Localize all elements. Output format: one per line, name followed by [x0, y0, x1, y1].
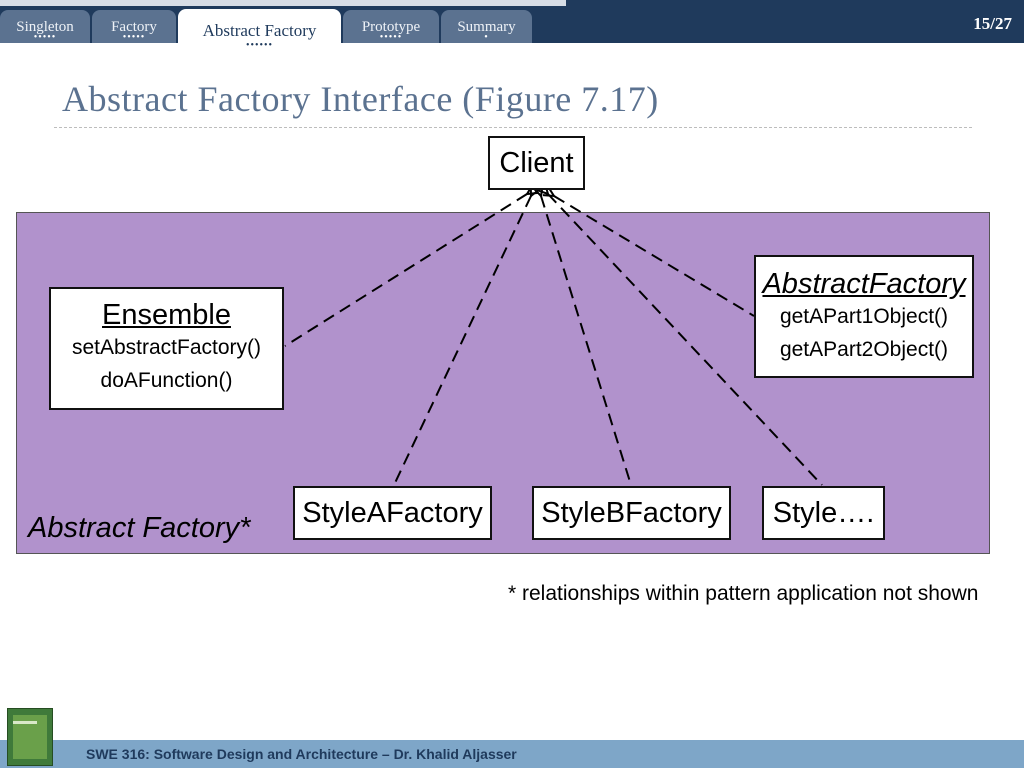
book-cover-title-stripe	[13, 721, 37, 724]
footer-text: SWE 316: Software Design and Architectur…	[86, 746, 517, 762]
tab-progress-dots: •••••	[122, 32, 146, 43]
tab-label: Singleton	[16, 19, 74, 35]
tab-progress-dots: •••••	[379, 32, 403, 43]
tab-progress-dots: •••••	[33, 32, 57, 43]
abstract-factory-method: getAPart2Object()	[779, 338, 949, 361]
tab-label: Summary	[457, 19, 516, 35]
tab-factory[interactable]: Factory •••••	[92, 10, 176, 43]
style-b-factory-label: StyleBFactory	[541, 497, 722, 529]
title-divider	[54, 127, 972, 128]
pattern-area-label: Abstract Factory*	[28, 512, 251, 544]
ensemble-method: setAbstractFactory()	[71, 336, 262, 359]
ensemble-class-name: Ensemble	[102, 299, 231, 331]
tab-prototype[interactable]: Prototype •••••	[343, 10, 439, 43]
slide-title: Abstract Factory Interface (Figure 7.17)	[62, 79, 659, 119]
arrow-client-to-style-a	[393, 196, 531, 486]
ensemble-method: doAFunction()	[100, 369, 233, 392]
arrow-client-to-style-more	[548, 194, 823, 486]
tab-singleton[interactable]: Singleton •••••	[0, 10, 90, 43]
arrow-client-to-abstract-factory	[554, 196, 755, 317]
abstract-factory-box: AbstractFactory getAPart1Object() getAPa…	[754, 255, 974, 378]
book-cover-icon	[7, 708, 53, 766]
page-number: 15/27	[973, 14, 1012, 33]
style-more-factory-box: Style….	[762, 486, 885, 540]
tab-progress-dots: ••••••	[245, 40, 273, 51]
top-nav-accent-line	[0, 0, 566, 6]
tab-progress-dots: •	[484, 32, 489, 43]
footer-bar: SWE 316: Software Design and Architectur…	[0, 740, 1024, 768]
style-b-factory-box: StyleBFactory	[532, 486, 731, 540]
tab-label: Factory	[111, 19, 157, 35]
arrow-client-to-ensemble	[284, 194, 527, 347]
style-a-factory-label: StyleAFactory	[302, 497, 483, 529]
tab-abstract-factory[interactable]: Abstract Factory ••••••	[178, 9, 341, 51]
abstract-factory-method: getAPart1Object()	[779, 305, 949, 328]
abstract-factory-class-name: AbstractFactory	[762, 268, 966, 300]
client-box: Client	[488, 136, 585, 190]
style-a-factory-box: StyleAFactory	[293, 486, 492, 540]
arrow-client-to-style-b	[541, 196, 632, 486]
client-label: Client	[499, 147, 574, 179]
footnote: * relationships within pattern applicati…	[508, 582, 979, 605]
tab-label: Abstract Factory	[202, 21, 317, 40]
tab-summary[interactable]: Summary •	[441, 10, 532, 43]
tab-label: Prototype	[361, 19, 421, 35]
style-more-factory-label: Style….	[772, 497, 875, 529]
ensemble-box: Ensemble setAbstractFactory() doAFunctio…	[49, 287, 284, 410]
